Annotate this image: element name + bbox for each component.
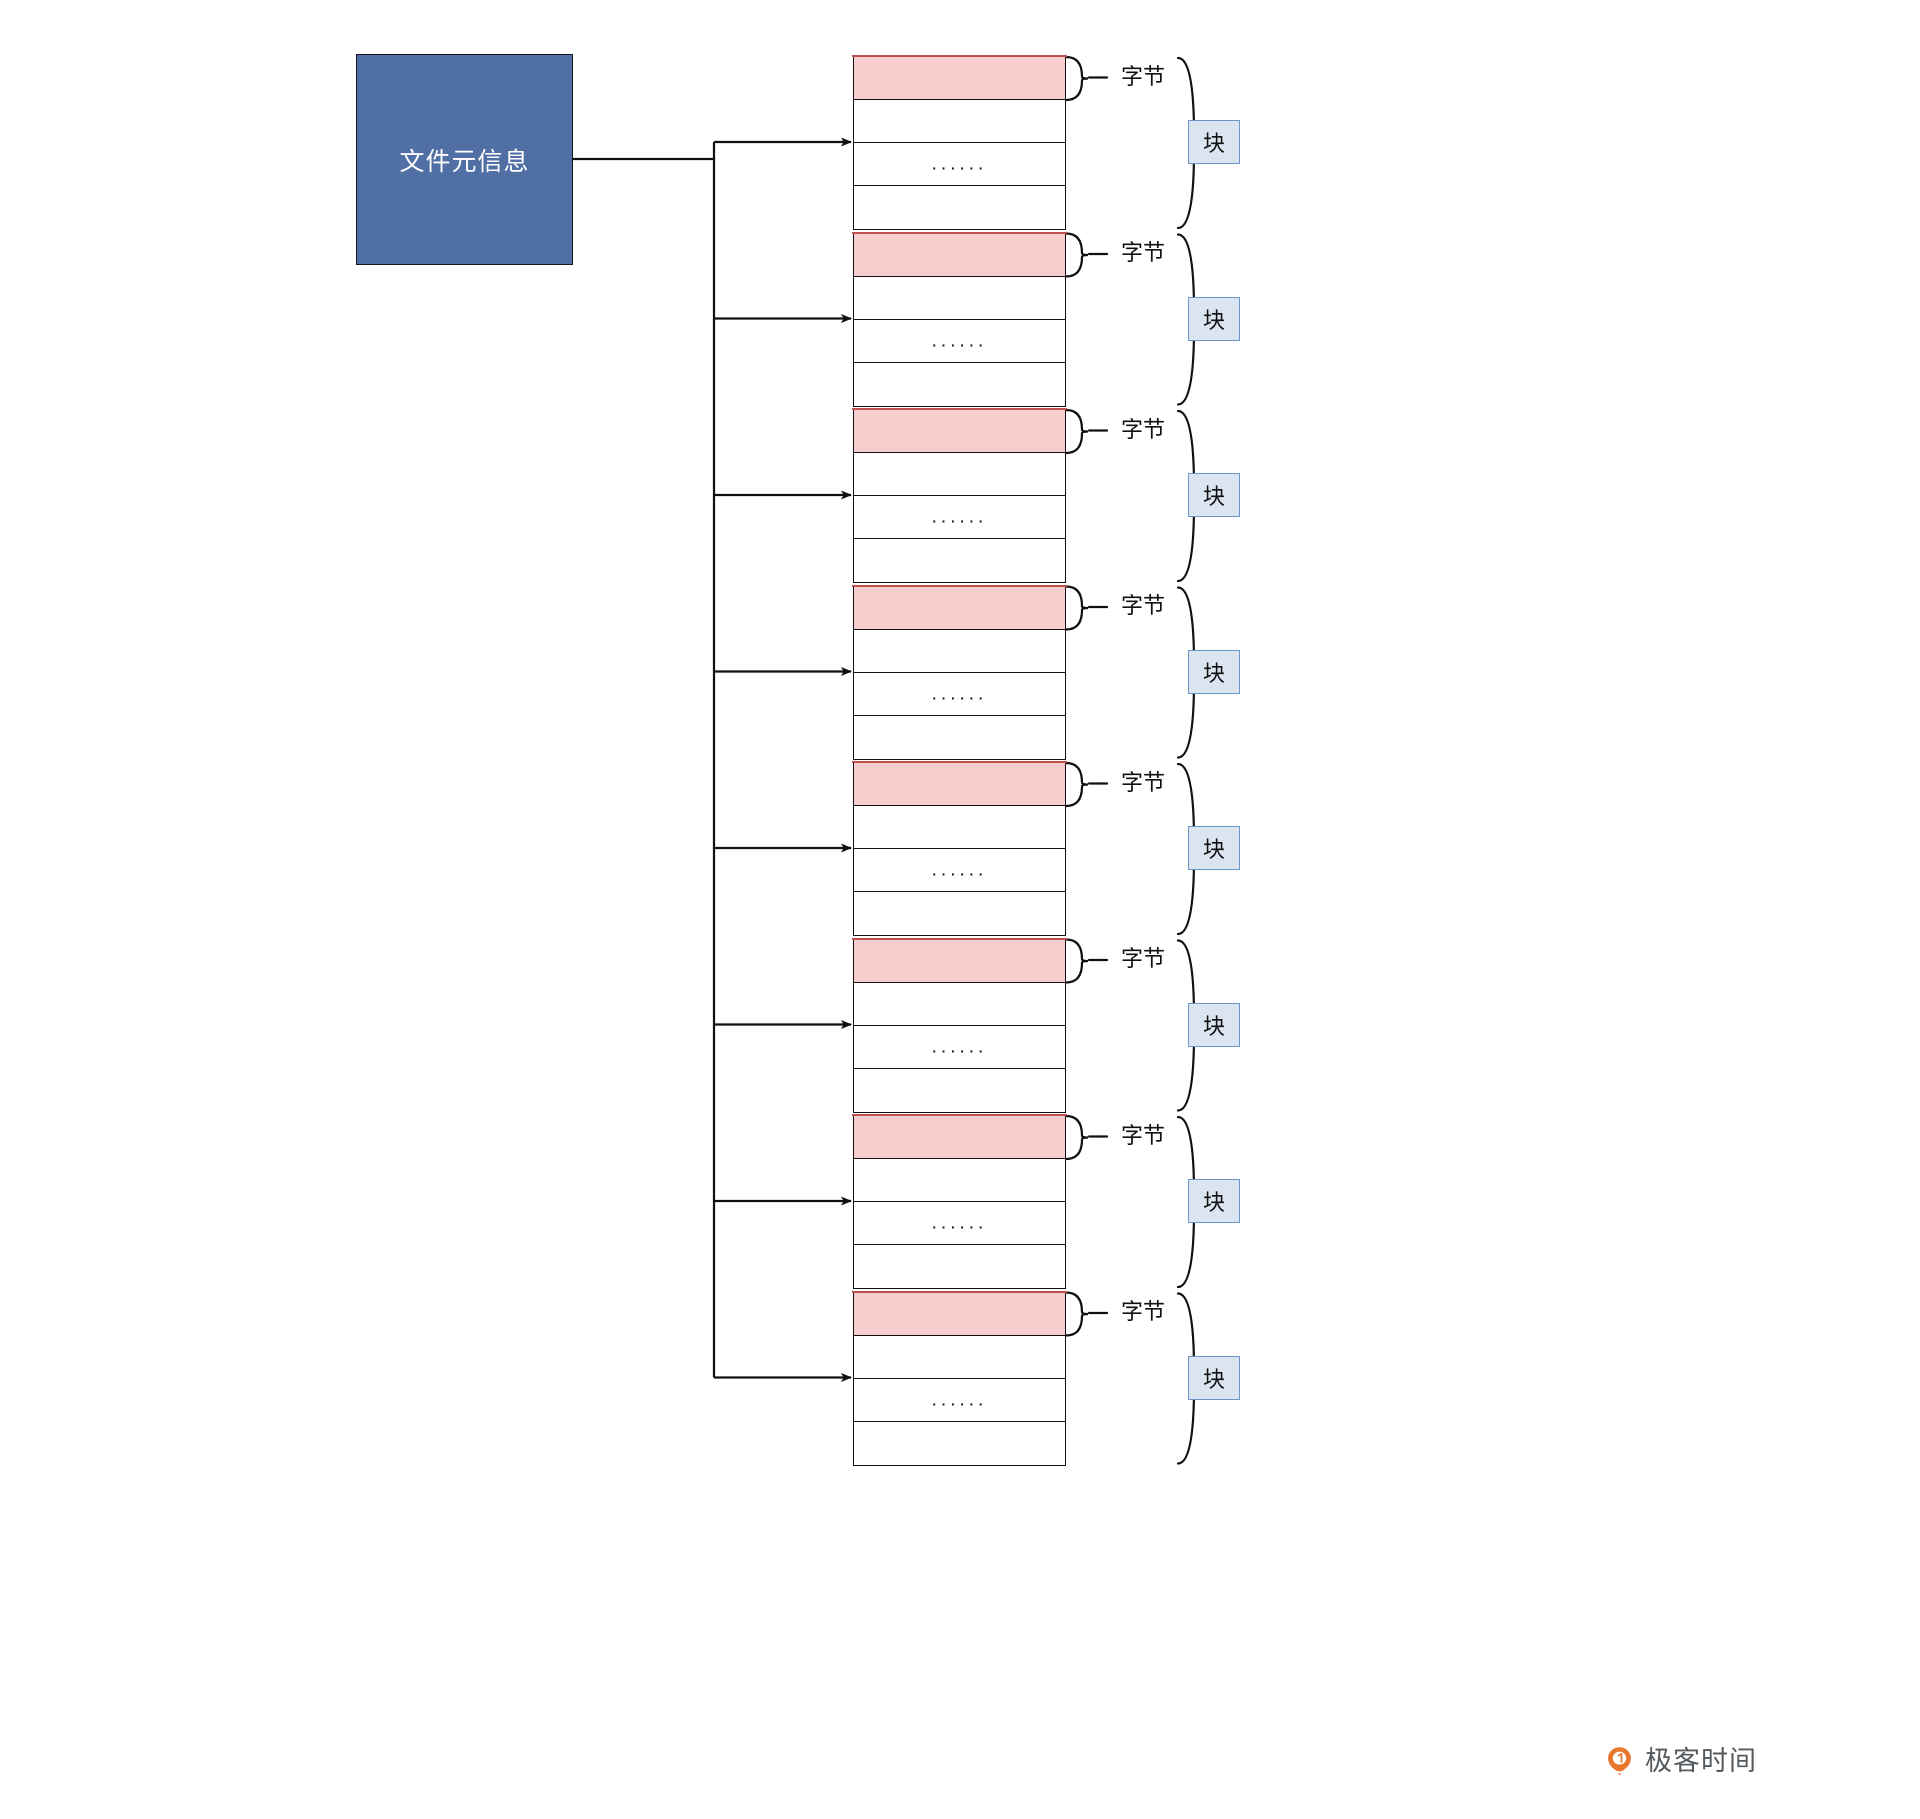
data-row[interactable]: ...... (854, 673, 1065, 716)
block-box[interactable]: 块 (1188, 1355, 1240, 1400)
geektime-logo-icon (1603, 1745, 1636, 1778)
block-table[interactable]: ...... (852, 937, 1067, 1113)
block-box-label: 块 (1202, 660, 1225, 686)
data-row[interactable] (854, 1069, 1065, 1112)
byte-row[interactable] (852, 584, 1067, 630)
byte-row[interactable] (852, 1290, 1067, 1336)
row-ellipsis: ...... (931, 1389, 988, 1410)
block-box-label: 块 (1202, 1190, 1225, 1215)
byte-label: 字节 (1121, 946, 1166, 971)
block-box[interactable]: 块 (1188, 1179, 1240, 1223)
watermark-text: 极客时间 (1645, 1746, 1757, 1776)
data-row[interactable]: ...... (854, 1202, 1065, 1245)
file-metadata-label: 文件元信息 (399, 147, 530, 176)
row-ellipsis: ...... (931, 683, 988, 704)
data-row[interactable] (854, 716, 1065, 759)
block-box-label: 块 (1202, 1366, 1225, 1392)
row-ellipsis: ...... (931, 330, 988, 351)
block-box-label: 块 (1202, 307, 1225, 333)
data-row[interactable]: ...... (854, 849, 1065, 892)
data-row[interactable] (854, 630, 1065, 673)
row-ellipsis: ...... (931, 1036, 988, 1057)
byte-row[interactable] (852, 937, 1067, 983)
byte-label: 字节 (1121, 593, 1166, 618)
block-box-label: 块 (1202, 131, 1225, 156)
block-box[interactable]: 块 (1188, 120, 1240, 164)
block-box[interactable]: 块 (1188, 649, 1240, 694)
byte-label: 字节 (1121, 1122, 1166, 1148)
block-table[interactable]: ...... (852, 55, 1067, 230)
data-row[interactable] (854, 806, 1065, 849)
byte-row[interactable] (852, 408, 1067, 453)
block-table[interactable]: ...... (852, 408, 1067, 583)
data-row[interactable] (854, 363, 1065, 406)
byte-row[interactable] (852, 231, 1067, 277)
row-ellipsis: ...... (931, 859, 988, 881)
block-table[interactable]: ...... (852, 1114, 1067, 1289)
row-ellipsis: ...... (931, 153, 988, 175)
data-row[interactable]: ...... (854, 1026, 1065, 1069)
byte-label: 字节 (1121, 416, 1166, 442)
data-row[interactable] (854, 892, 1065, 935)
data-row[interactable] (854, 453, 1065, 496)
block-table[interactable]: ...... (852, 231, 1067, 407)
byte-label: 字节 (1121, 769, 1166, 795)
byte-label: 字节 (1121, 1299, 1166, 1324)
byte-label: 字节 (1121, 63, 1166, 89)
data-row[interactable] (854, 186, 1065, 229)
file-metadata-box[interactable]: 文件元信息 (356, 54, 573, 265)
byte-row[interactable] (852, 1114, 1067, 1159)
data-row[interactable] (854, 277, 1065, 320)
block-box-label: 块 (1202, 837, 1225, 862)
data-row[interactable]: ...... (854, 1379, 1065, 1422)
data-row[interactable] (854, 1336, 1065, 1379)
data-row[interactable] (854, 539, 1065, 582)
data-row[interactable] (854, 1245, 1065, 1288)
row-ellipsis: ...... (931, 506, 988, 528)
data-row[interactable]: ...... (854, 143, 1065, 186)
byte-row[interactable] (852, 55, 1067, 100)
row-ellipsis: ...... (931, 1212, 988, 1234)
block-box-label: 块 (1202, 484, 1225, 509)
data-row[interactable] (854, 1422, 1065, 1465)
data-row[interactable] (854, 1159, 1065, 1202)
block-table[interactable]: ...... (852, 761, 1067, 936)
data-row[interactable]: ...... (854, 496, 1065, 539)
block-box-label: 块 (1202, 1013, 1225, 1039)
block-table[interactable]: ...... (852, 1290, 1067, 1466)
block-box[interactable]: 块 (1188, 473, 1240, 517)
block-box[interactable]: 块 (1188, 826, 1240, 870)
block-box[interactable]: 块 (1188, 296, 1240, 341)
data-row[interactable] (854, 983, 1065, 1026)
block-table[interactable]: ...... (852, 584, 1067, 760)
data-row[interactable] (854, 100, 1065, 143)
block-box[interactable]: 块 (1188, 1002, 1240, 1047)
watermark: 极客时间 (1603, 1745, 1757, 1778)
byte-label: 字节 (1121, 240, 1166, 265)
byte-row[interactable] (852, 761, 1067, 806)
data-row[interactable]: ...... (854, 320, 1065, 363)
